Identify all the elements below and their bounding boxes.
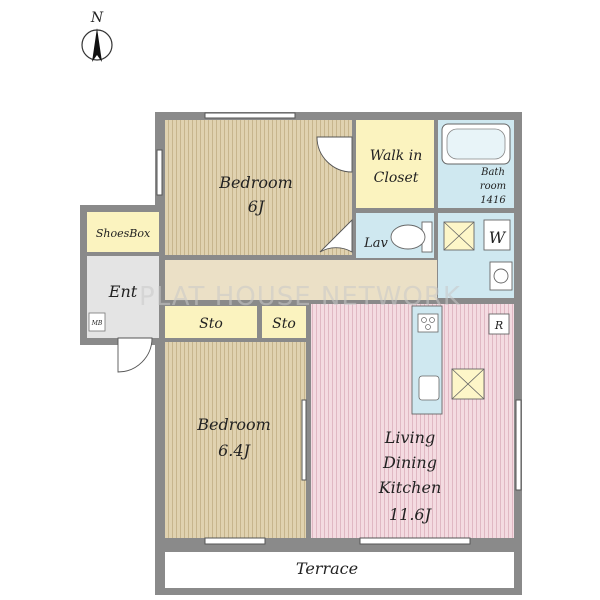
vanity-icon [443, 221, 475, 251]
bedroom2-size: 6.4J [218, 441, 251, 460]
ldk-line3: Kitchen [378, 478, 442, 497]
sink-icon [418, 375, 440, 401]
washer-label: W [489, 228, 507, 247]
bedroom1-size: 6J [248, 197, 266, 216]
bathtub-icon [441, 123, 511, 165]
bathroom-line1: Bath [480, 167, 505, 178]
toilet-icon [390, 221, 433, 253]
north-arrow-icon [92, 28, 102, 62]
ldk-line2: Dining [382, 453, 437, 472]
storage-hatch-icon [451, 368, 485, 400]
hallway-floor [165, 260, 437, 300]
stove-icon [417, 313, 439, 333]
shoes-box [87, 212, 159, 252]
basin-icon [489, 261, 513, 291]
north-compass: N [81, 10, 113, 62]
walk-in-closet-floor [356, 120, 434, 208]
storage1-label: Sto [199, 316, 223, 332]
shoes-box-label: ShoesBox [96, 227, 151, 240]
meter-box [88, 312, 106, 332]
walk-in-closet-line2: Closet [374, 170, 419, 186]
washer-space [483, 219, 511, 251]
refrigerator-space [488, 313, 510, 335]
storage2-label: Sto [272, 316, 296, 332]
walk-in-closet-line1: Walk in [370, 148, 422, 164]
bathroom-line2: room [480, 181, 506, 192]
bedroom2-floor [165, 342, 306, 538]
watermark-text: PLAT HOUSE NETWORK [139, 282, 461, 312]
entrance-label: Ent [108, 282, 138, 301]
ldk-line4: 11.6J [389, 505, 433, 524]
windows [156, 112, 522, 545]
bathroom-line3: 1416 [480, 195, 506, 206]
ldk-line1: Living [384, 428, 435, 447]
door-swings [117, 136, 353, 373]
meter-box-label: MB [91, 320, 103, 327]
kitchen-counter [411, 305, 443, 415]
terrace-label: Terrace [296, 559, 358, 578]
storage2-floor [262, 306, 306, 338]
terrace-floor [165, 552, 514, 588]
storage1-floor [165, 306, 257, 338]
lavatory-label: Lav [363, 236, 388, 251]
bedroom2-name: Bedroom [196, 415, 271, 434]
compass-label: N [90, 10, 104, 26]
bedroom1-name: Bedroom [218, 173, 293, 192]
refrigerator-label: R [494, 319, 503, 332]
